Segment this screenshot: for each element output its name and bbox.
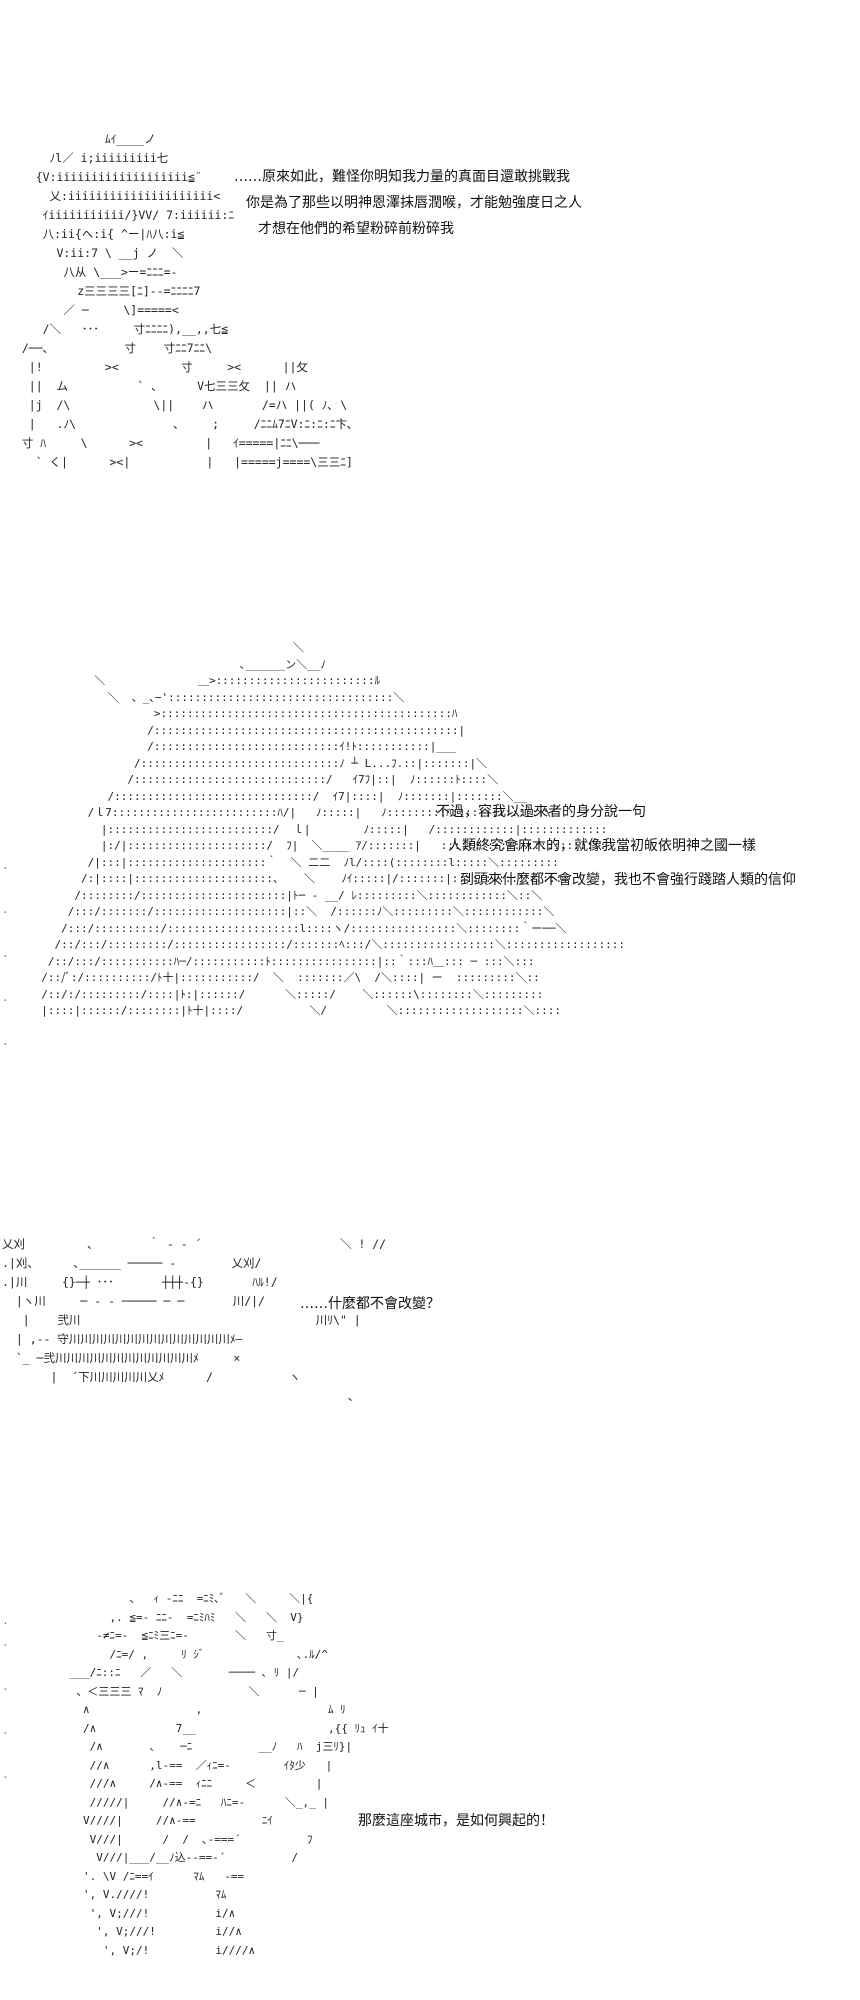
comic-panel-2: ＼ ､______ン＼__ﾉ ＼ ＿>:::::::::::::::::::::… [0,640,860,1048]
edge-marks: . . . . . [2,1614,9,1781]
edge-marks: . . . . . [2,859,9,1048]
comic-panel-3: 乂刈 ､ ｀ - - ´ ＼ ! // .|刈、 ､______ ───── -… [0,1235,860,1425]
dialogue-block-1: ……原來如此，難怪你明知我力量的真面目還敢挑戰我 你是為了那些以明神恩澤抹唇潤喉… [234,164,582,242]
dialogue-line: ……什麼都不會改變？ [300,1296,440,1312]
ascii-art-character-3: 乂刈 ､ ｀ - - ´ ＼ ! // .|刈、 ､______ ───── -… [2,1237,387,1403]
comic-panel-4: 、 ｨ -ﾆﾆ =ﾆﾐ､ﾞ ＼ ＼|{ ,. ≦=- ﾆﾆ- =ﾆﾐﾊﾐ ＼ ＼… [0,1590,860,1990]
dialogue-line: 才想在他們的希望粉碎前粉碎我 [258,221,454,237]
dialogue-line: 人類終究會麻木的，就像我當初皈依明神之國一樣 [448,838,756,854]
dialogue-line: 你是為了那些以明神恩澤抹唇潤喉，才能勉強度日之人 [246,195,582,211]
ascii-art-character-1: ﾑｲ____ノ ﾉl／ i;iiiiiiiii七 {V:iiiiiiiiiiii… [21,132,353,469]
dialogue-block-2: 不過，容我以過來者的身分說一句 人類終究會麻木的，就像我當初皈依明神之國一樣 到… [436,795,796,897]
dialogue-line: 那麼這座城市，是如何興起的！ [358,1813,554,1829]
dialogue-line: ……原來如此，難怪你明知我力量的真面目還敢挑戰我 [234,169,570,185]
dialogue-block-3: ……什麼都不會改變？ [300,1291,440,1317]
dialogue-block-4: 那麼這座城市，是如何興起的！ [358,1808,554,1834]
dialogue-line: 到頭來什麼都不會改變，我也不會強行踐踏人類的信仰 [460,872,796,888]
dialogue-line: 不過，容我以過來者的身分說一句 [436,804,646,820]
comic-panel-1: ﾑｲ____ノ ﾉl／ i;iiiiiiiii七 {V:iiiiiiiiiiii… [0,130,860,470]
ascii-art-character-2: ＼ ､______ン＼__ﾉ ＼ ＿>:::::::::::::::::::::… [41,641,626,1017]
ascii-art-character-4: 、 ｨ -ﾆﾆ =ﾆﾐ､ﾞ ＼ ＼|{ ,. ≦=- ﾆﾆ- =ﾆﾐﾊﾐ ＼ ＼… [69,1592,389,1957]
